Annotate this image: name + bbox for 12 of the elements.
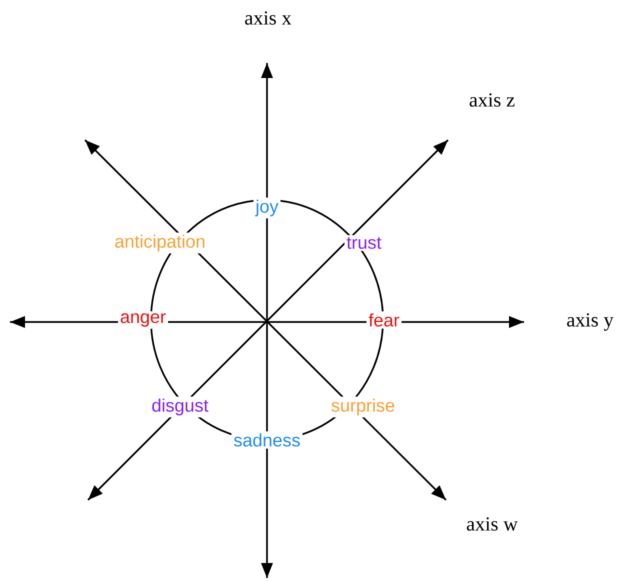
emotion-label: disgust	[149, 396, 211, 418]
emotion-label: trust	[344, 235, 384, 251]
axis-label: axis x	[245, 11, 292, 25]
emotion-label: sadness	[231, 431, 303, 449]
axis-label: axis z	[470, 93, 514, 107]
emotion-label: anger	[118, 311, 168, 329]
emotion-label: surprise	[329, 396, 397, 418]
emotion-label: fear	[366, 311, 402, 329]
emotion-label: joy	[254, 198, 280, 218]
axis-label: axis y	[567, 313, 614, 331]
emotion-label: anticipation	[112, 232, 208, 254]
axis-label: axis w	[466, 517, 518, 531]
